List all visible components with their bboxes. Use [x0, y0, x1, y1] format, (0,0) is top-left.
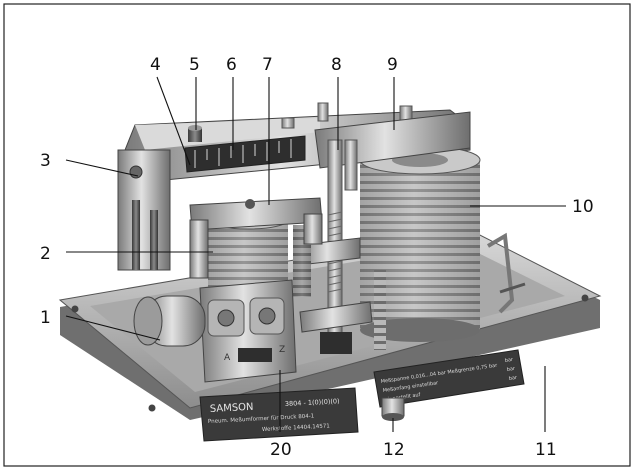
callout-12: 12 — [383, 440, 405, 460]
bellows-yoke — [189, 197, 323, 279]
callout-10: 10 — [572, 197, 594, 217]
range-spindle — [299, 139, 373, 354]
return-spring — [374, 270, 386, 350]
callout-3: 3 — [40, 151, 51, 171]
leader-4 — [156, 76, 191, 166]
callout-2: 2 — [40, 244, 51, 264]
adjustment-block: A Z — [199, 279, 297, 383]
callout-5: 5 — [189, 55, 200, 75]
nameplate-setting-line: eingestellt auf — [384, 392, 421, 403]
nameplate-type-code: 3804 - 1(0)(0)(0) — [285, 397, 340, 408]
callout-7: 7 — [262, 55, 273, 75]
callout-20: 20 — [270, 440, 292, 460]
nameplate-brand: SAMSON — [210, 402, 254, 415]
leader-1 — [65, 315, 161, 341]
callout-6: 6 — [226, 55, 237, 75]
callout-numbers: 1 2 3 4 5 6 7 8 9 10 11 12 20 — [40, 55, 594, 460]
nameplate-left: SAMSON 3804 - 1(0)(0)(0) Pneum. Meßumfor… — [199, 387, 359, 442]
nameplate-line-1: Pneum. Meßumformer für Druck 804-1 — [208, 413, 315, 425]
nameplate-right: Meßspanne 0,016...04 bar Meßgrenze 0,75 … — [373, 349, 525, 408]
leader-3 — [65, 159, 139, 177]
adjust-mark-a: A — [224, 353, 231, 363]
pressure-cylinder — [133, 295, 206, 347]
nameplate-line-2: Werkstoffe 14404.14571 — [262, 423, 330, 433]
nameplate-unit-1: bar — [504, 357, 514, 364]
nameplate-unit-2: bar — [506, 366, 516, 373]
callout-9: 9 — [387, 55, 398, 75]
side-bracket — [486, 232, 526, 314]
figure-border — [3, 3, 631, 467]
leader-lines — [65, 76, 566, 432]
end-block-left — [117, 149, 171, 271]
callout-1: 1 — [40, 308, 51, 328]
callout-4: 4 — [150, 55, 161, 75]
adjust-mark-z: Z — [279, 345, 285, 355]
nameplate-unit-3: bar — [508, 375, 518, 382]
callout-11: 11 — [535, 440, 557, 460]
callout-8: 8 — [331, 55, 342, 75]
pneumatic-connection — [381, 397, 405, 421]
